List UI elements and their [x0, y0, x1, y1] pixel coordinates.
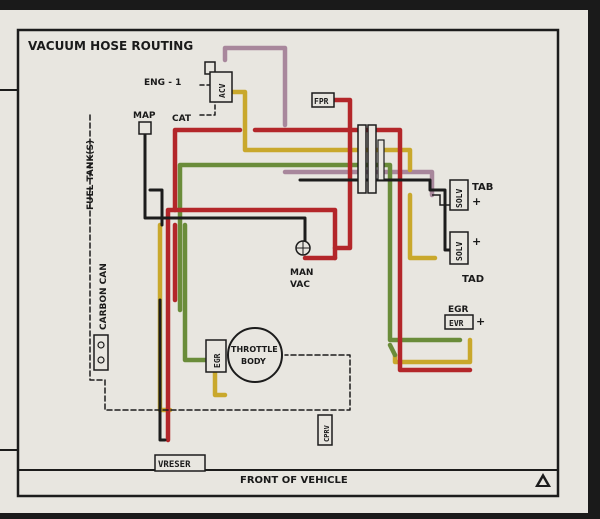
label-front-of-vehicle: FRONT OF VEHICLE	[240, 475, 348, 486]
plus-icon: +	[472, 195, 481, 208]
hose-black-link	[148, 188, 164, 227]
hose-black-map	[143, 123, 307, 244]
hose-yellow-tad	[407, 192, 438, 261]
label-map: MAP	[133, 111, 156, 121]
dashed-fuel-line	[89, 114, 351, 411]
solv-tab: SOLV TAB +	[432, 179, 493, 211]
hose-purple-top	[222, 45, 288, 128]
label-solv-tad: SOLV	[455, 242, 464, 261]
label-throttle: THROTTLE	[231, 345, 278, 354]
hose-black-solv	[298, 178, 457, 252]
label-solv-tab: SOLV	[455, 189, 464, 208]
label-vac: VAC	[290, 280, 310, 290]
label-tab: TAB	[472, 182, 493, 193]
man-vac-port: MAN VAC	[290, 240, 313, 290]
hose-red-fpr	[327, 97, 353, 251]
hose-purple-solv	[282, 169, 435, 198]
plus-icon: +	[476, 315, 485, 328]
label-tad: TAD	[462, 274, 484, 285]
fpr-regulator: FPR	[311, 92, 335, 108]
label-fpr: FPR	[314, 97, 329, 106]
map-sensor: MAP	[133, 111, 156, 135]
label-man: MAN	[290, 268, 313, 278]
hose-red-upper-left	[172, 127, 243, 213]
hose-yellow-egr	[212, 367, 228, 398]
hose-group	[89, 45, 473, 443]
connector-block	[357, 124, 385, 194]
label-body: BODY	[241, 357, 266, 366]
throttle-body: EGR THROTTLE BODY	[205, 327, 283, 383]
carbon-can: CARBON CAN	[93, 263, 109, 371]
label-acv: ACV	[218, 83, 227, 98]
hose-red-main	[165, 207, 338, 443]
hose-black-vreser	[158, 298, 167, 442]
label-egr-valve: EGR	[213, 353, 222, 368]
label-carbon-can: CARBON CAN	[99, 263, 109, 330]
label-evr: EVR	[449, 319, 464, 328]
diagram-frame	[16, 28, 560, 498]
hose-green-joint	[387, 342, 398, 358]
hose-yellow-acv	[229, 89, 413, 173]
label-eng1: ENG - 1	[144, 78, 181, 88]
label-vreser: VRESER	[158, 460, 191, 470]
hose-green-main	[177, 162, 463, 343]
hose-yellow-evr	[392, 337, 473, 365]
egr-evr: EGR EVR +	[444, 305, 485, 330]
label-cat: CAT	[172, 114, 192, 124]
vreser-reservoir: VRESER	[154, 454, 206, 472]
hose-green-throttle	[182, 222, 218, 363]
panel-background	[0, 10, 588, 513]
label-egr-top: EGR	[448, 305, 469, 315]
hose-red-upper-right	[252, 127, 473, 373]
acv-valve: ACV	[204, 61, 233, 103]
diagram-title: VACUUM HOSE ROUTING	[28, 39, 193, 53]
solv-tad: SOLV + TAD	[449, 231, 484, 285]
label-fuel-tanks: FUEL TANK(S)	[86, 140, 96, 210]
label-cprv: CPRV	[323, 424, 331, 442]
plus-icon: +	[472, 235, 481, 248]
warning-triangle-icon	[535, 473, 551, 487]
cprv-valve: CPRV	[317, 414, 333, 446]
